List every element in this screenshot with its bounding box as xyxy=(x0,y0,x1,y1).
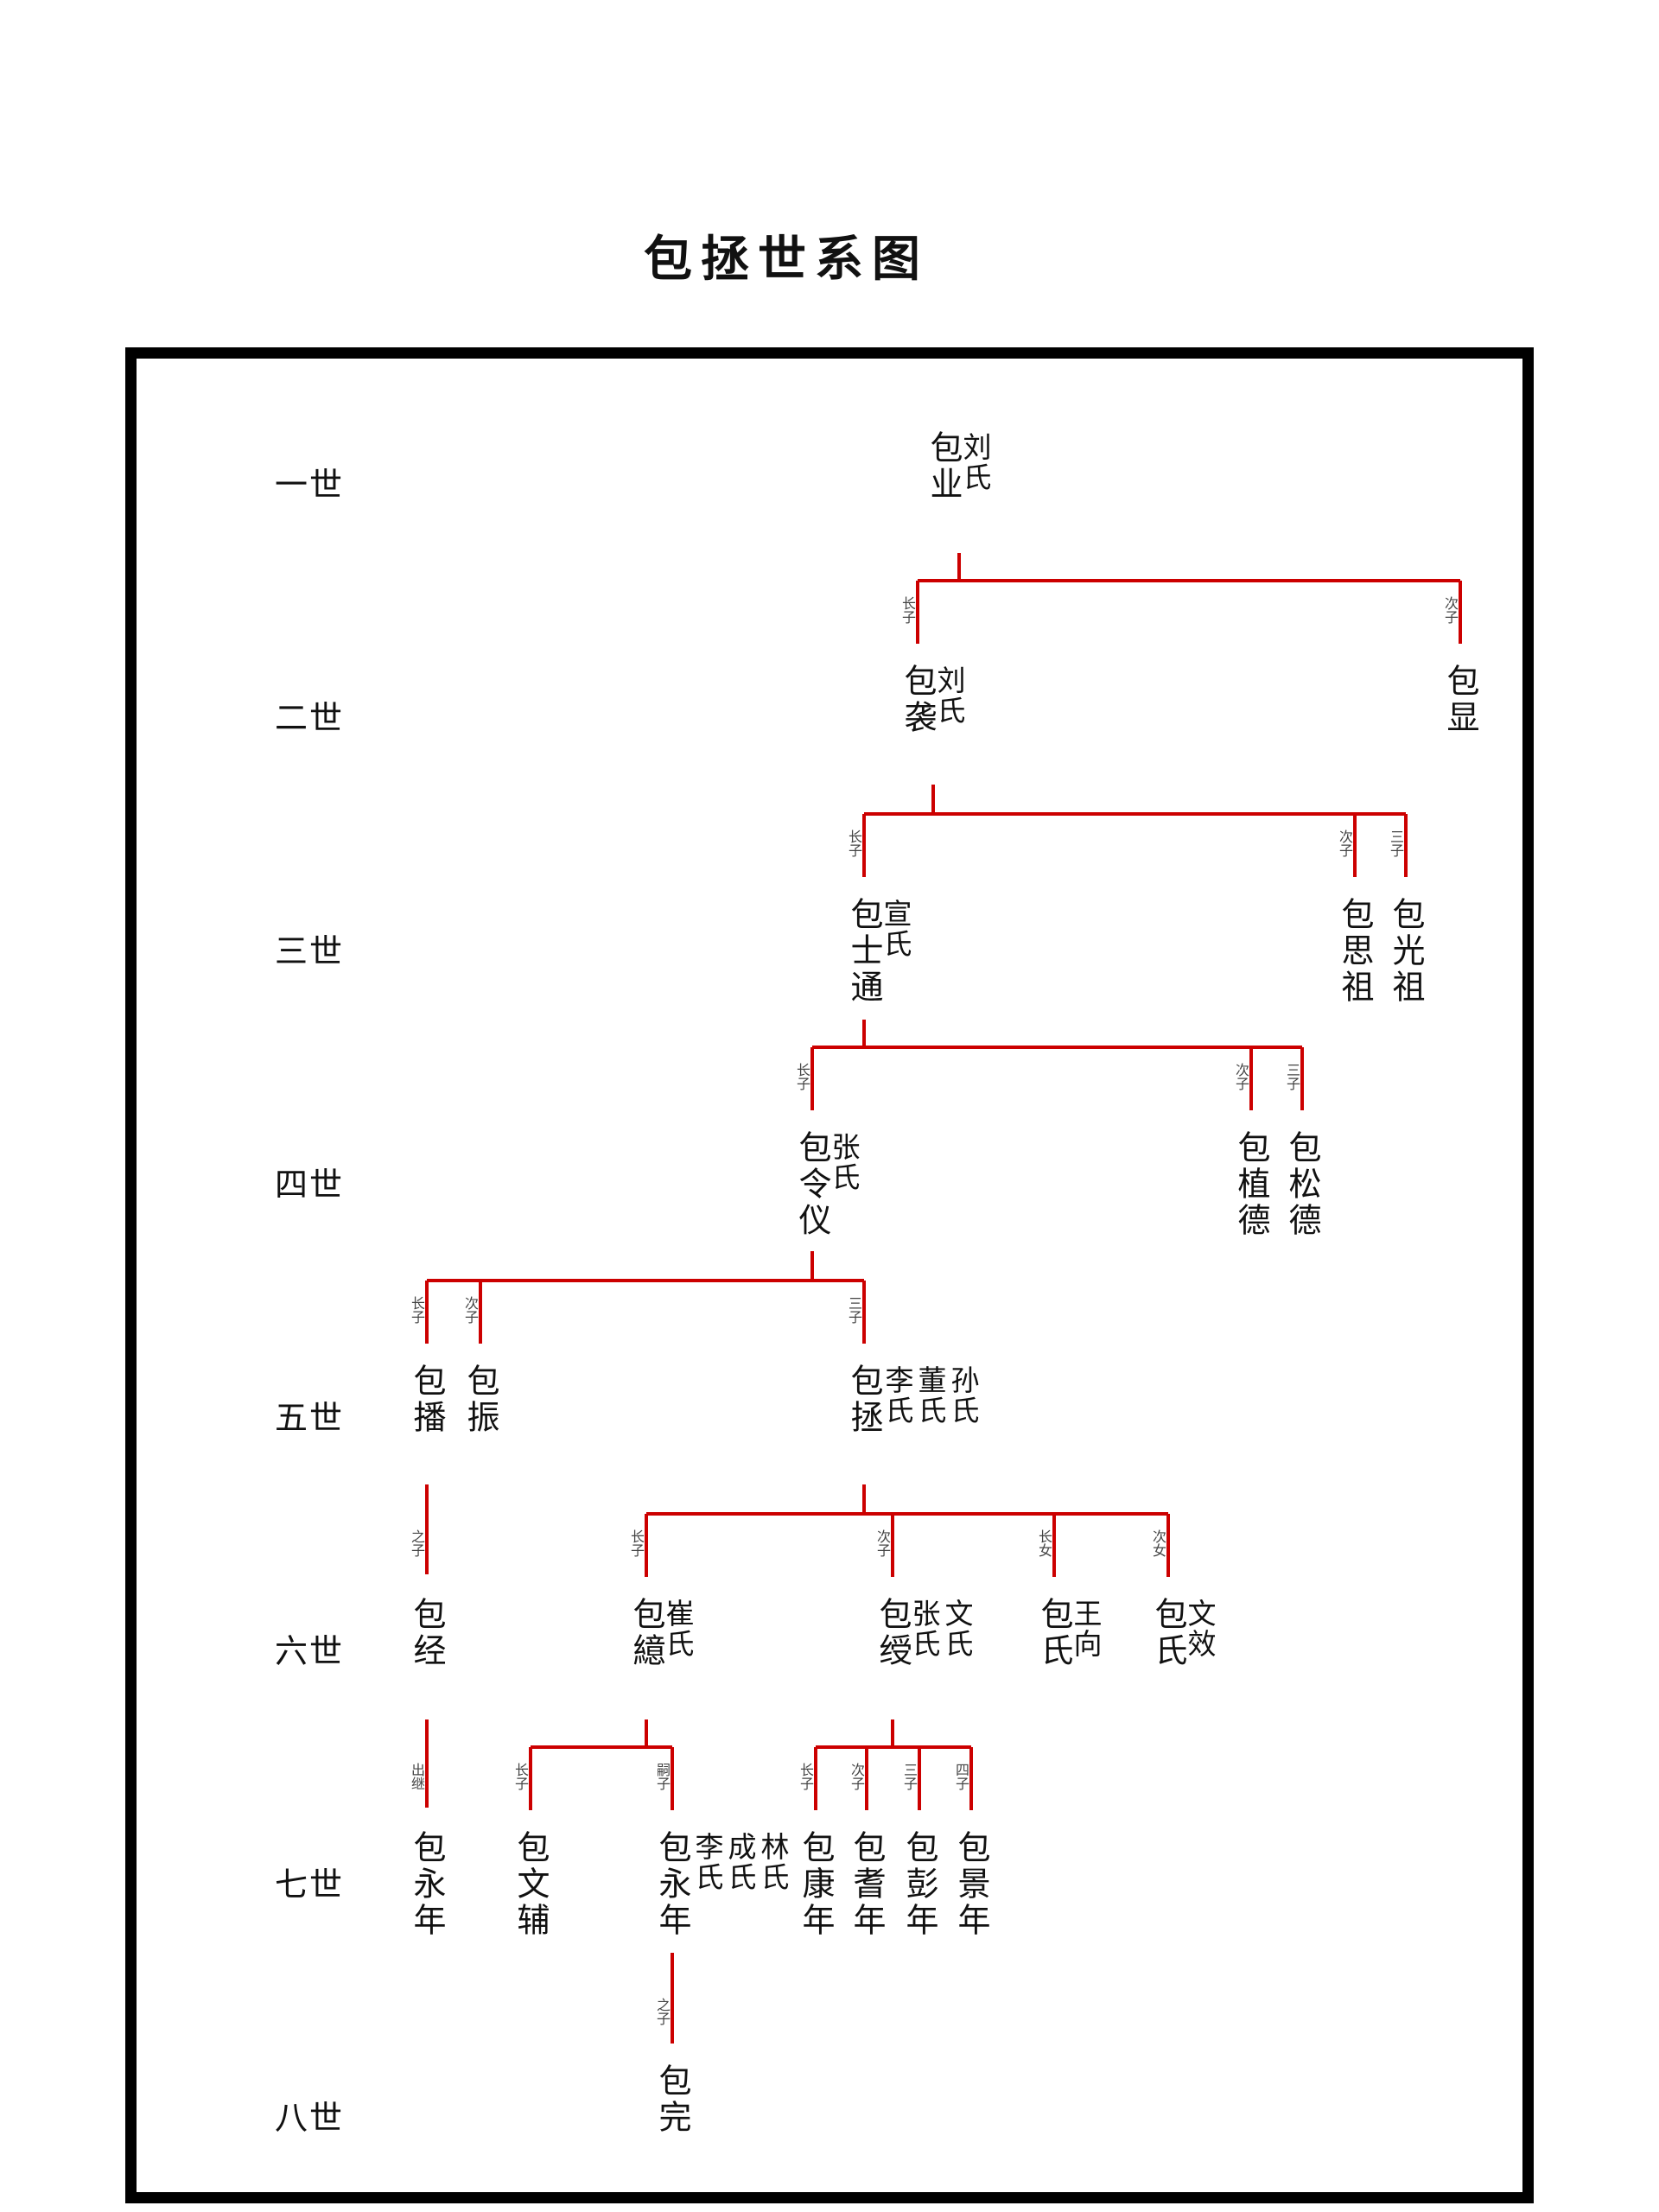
person-name: 包业 xyxy=(925,430,963,503)
relation-label: 长子 xyxy=(798,1763,814,1790)
generation-label-8: 八世 xyxy=(275,2099,345,2137)
relation-label: 长子 xyxy=(409,1296,425,1324)
relation-label: 嗣子 xyxy=(654,1763,671,1790)
relation-label: 之子 xyxy=(409,1529,425,1557)
relation-label: 三子 xyxy=(846,1296,862,1324)
spouse-name: 文效 xyxy=(1183,1599,1217,1659)
generation-label-4: 四世 xyxy=(275,1166,345,1204)
relation-label: 之子 xyxy=(654,1998,671,2025)
person-name: 包氏 xyxy=(1149,1597,1187,1669)
person-name: 包耆年 xyxy=(848,1830,886,1939)
generation-label-3: 三世 xyxy=(275,932,345,970)
generation-label-5: 五世 xyxy=(275,1399,345,1437)
spouse-name: 王向 xyxy=(1069,1599,1103,1659)
spouse-name: 宣氏 xyxy=(879,899,912,959)
person-name: 包振 xyxy=(461,1363,499,1436)
person-name: 包永年 xyxy=(408,1830,446,1939)
relation-label: 次子 xyxy=(1442,596,1459,624)
spouse-name: 文氏 xyxy=(940,1599,974,1659)
spouse-name: 孙氏 xyxy=(946,1365,980,1426)
relation-label: 三子 xyxy=(1284,1063,1300,1090)
spouse-name: 李氏 xyxy=(690,1832,724,1892)
relation-label: 长子 xyxy=(846,830,862,857)
page-title: 包拯世系图 xyxy=(644,231,929,288)
spouse-name: 李氏 xyxy=(880,1365,914,1426)
relation-label: 长子 xyxy=(512,1763,529,1790)
spouse-name: 张氏 xyxy=(907,1599,941,1659)
chart-frame xyxy=(125,347,1534,2203)
spouse-name: 崔氏 xyxy=(661,1599,695,1659)
person-name: 包彭年 xyxy=(900,1830,938,1939)
person-name: 包袭 xyxy=(899,664,937,736)
relation-label: 长子 xyxy=(794,1063,810,1090)
generation-label-6: 六世 xyxy=(275,1632,345,1670)
person-name: 包显 xyxy=(1441,664,1479,736)
relation-label: 次女 xyxy=(1150,1529,1166,1557)
person-name: 包思祖 xyxy=(1336,897,1374,1006)
person-name: 包播 xyxy=(408,1363,446,1436)
relation-label: 出继 xyxy=(409,1763,425,1790)
spouse-name: 成氏 xyxy=(723,1832,757,1892)
relation-label: 次子 xyxy=(849,1763,865,1790)
spouse-name: 张氏 xyxy=(827,1132,861,1192)
person-name: 包氏 xyxy=(1035,1597,1073,1669)
relation-label: 三子 xyxy=(901,1763,918,1790)
person-name: 包永年 xyxy=(653,1830,691,1939)
relation-label: 四子 xyxy=(953,1763,969,1790)
spouse-name: 董氏 xyxy=(913,1365,947,1426)
relation-label: 长女 xyxy=(1036,1529,1052,1557)
spouse-name: 林氏 xyxy=(756,1832,790,1892)
person-name: 包康年 xyxy=(797,1830,835,1939)
person-name: 包植德 xyxy=(1232,1130,1270,1239)
person-name: 包拯 xyxy=(845,1363,883,1436)
generation-label-2: 二世 xyxy=(275,699,345,737)
relation-label: 次子 xyxy=(874,1529,891,1557)
relation-label: 次子 xyxy=(462,1296,479,1324)
spouse-name: 刘氏 xyxy=(932,665,966,726)
person-name: 包景年 xyxy=(952,1830,990,1939)
person-name: 包士通 xyxy=(845,897,883,1006)
relation-label: 长子 xyxy=(628,1529,645,1557)
relation-label: 长子 xyxy=(899,596,916,624)
person-name: 包完 xyxy=(653,2063,691,2136)
person-name: 包文辅 xyxy=(512,1830,550,1939)
relation-label: 次子 xyxy=(1337,830,1353,857)
person-name: 包繶 xyxy=(627,1597,665,1669)
person-name: 包松德 xyxy=(1283,1130,1321,1239)
person-name: 包令仪 xyxy=(793,1130,831,1239)
person-name: 包绶 xyxy=(874,1597,912,1669)
generation-label-7: 七世 xyxy=(275,1866,345,1904)
relation-label: 三子 xyxy=(1388,830,1404,857)
spouse-name: 刘氏 xyxy=(958,432,992,493)
relation-label: 次子 xyxy=(1233,1063,1249,1090)
person-name: 包经 xyxy=(408,1597,446,1669)
generation-label-1: 一世 xyxy=(275,466,345,504)
person-name: 包光祖 xyxy=(1387,897,1425,1006)
